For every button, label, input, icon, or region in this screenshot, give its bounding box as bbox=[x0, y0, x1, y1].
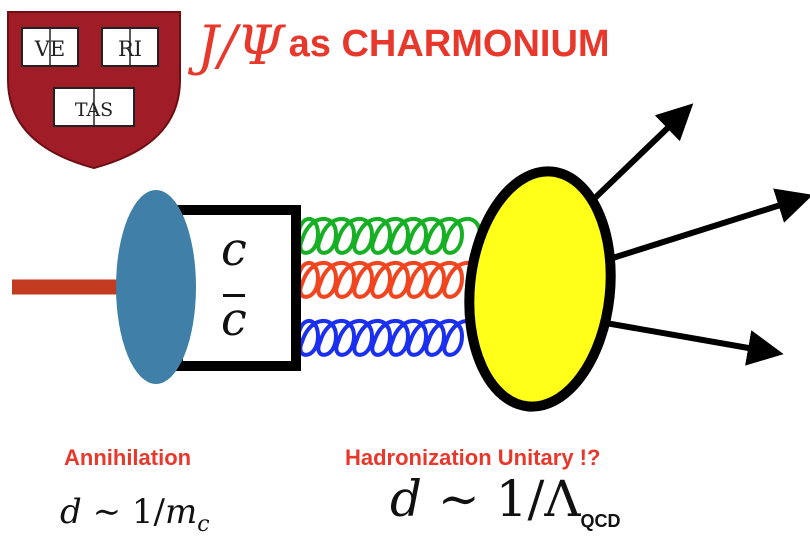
formula-one-over-left: 1/ bbox=[131, 492, 165, 532]
formula-d-right: d bbox=[390, 470, 423, 528]
charm-pair-box bbox=[173, 205, 301, 371]
book-icon-ri: RI bbox=[101, 27, 159, 67]
book-label-ri: RI bbox=[118, 37, 142, 61]
formula-qcd-sub: QCD bbox=[580, 511, 621, 531]
formula-d-left: d bbox=[60, 492, 82, 532]
gluon-blue bbox=[296, 318, 482, 357]
formula-one-over-right: 1/ bbox=[495, 470, 545, 528]
anti-quark-overbar bbox=[223, 294, 245, 297]
gluon-red bbox=[296, 260, 482, 299]
title-math: J/Ψ bbox=[197, 14, 285, 77]
formula-sim-right: ∼ bbox=[437, 470, 480, 528]
book-icon-ve: VE bbox=[21, 27, 79, 67]
book-label-ve: VE bbox=[34, 37, 66, 61]
formula-mass-symbol: m bbox=[164, 492, 198, 532]
outgoing-arrow-middle bbox=[599, 188, 810, 265]
harvard-shield-logo: VE RI TAS bbox=[7, 11, 181, 170]
annihilation-caption: Annihilation bbox=[64, 445, 192, 470]
book-label-tas: TAS bbox=[75, 99, 113, 121]
annihilation-blob bbox=[116, 190, 196, 384]
formula-mass-sub: c bbox=[197, 511, 210, 537]
title-text: as CHARMONIUM bbox=[288, 23, 610, 65]
quark-label-anticharm: c bbox=[221, 292, 247, 346]
quark-label-charm: c bbox=[221, 222, 247, 276]
annihilation-formula: d ∼ 1/mc bbox=[60, 492, 210, 537]
hadronization-caption: Hadronization Unitary !? bbox=[345, 445, 601, 470]
book-icon-tas: TAS bbox=[53, 87, 135, 127]
formula-sim-left: ∼ bbox=[92, 492, 122, 532]
hadronization-formula: d ∼ 1/ΛQCD bbox=[390, 470, 621, 532]
gluon-green bbox=[296, 216, 482, 255]
hadronization-blob bbox=[464, 166, 616, 412]
slide-title: J/Ψ as CHARMONIUM bbox=[197, 14, 610, 77]
outgoing-arrow-bottom bbox=[599, 319, 784, 366]
formula-lambda-symbol: Λ bbox=[544, 470, 581, 528]
